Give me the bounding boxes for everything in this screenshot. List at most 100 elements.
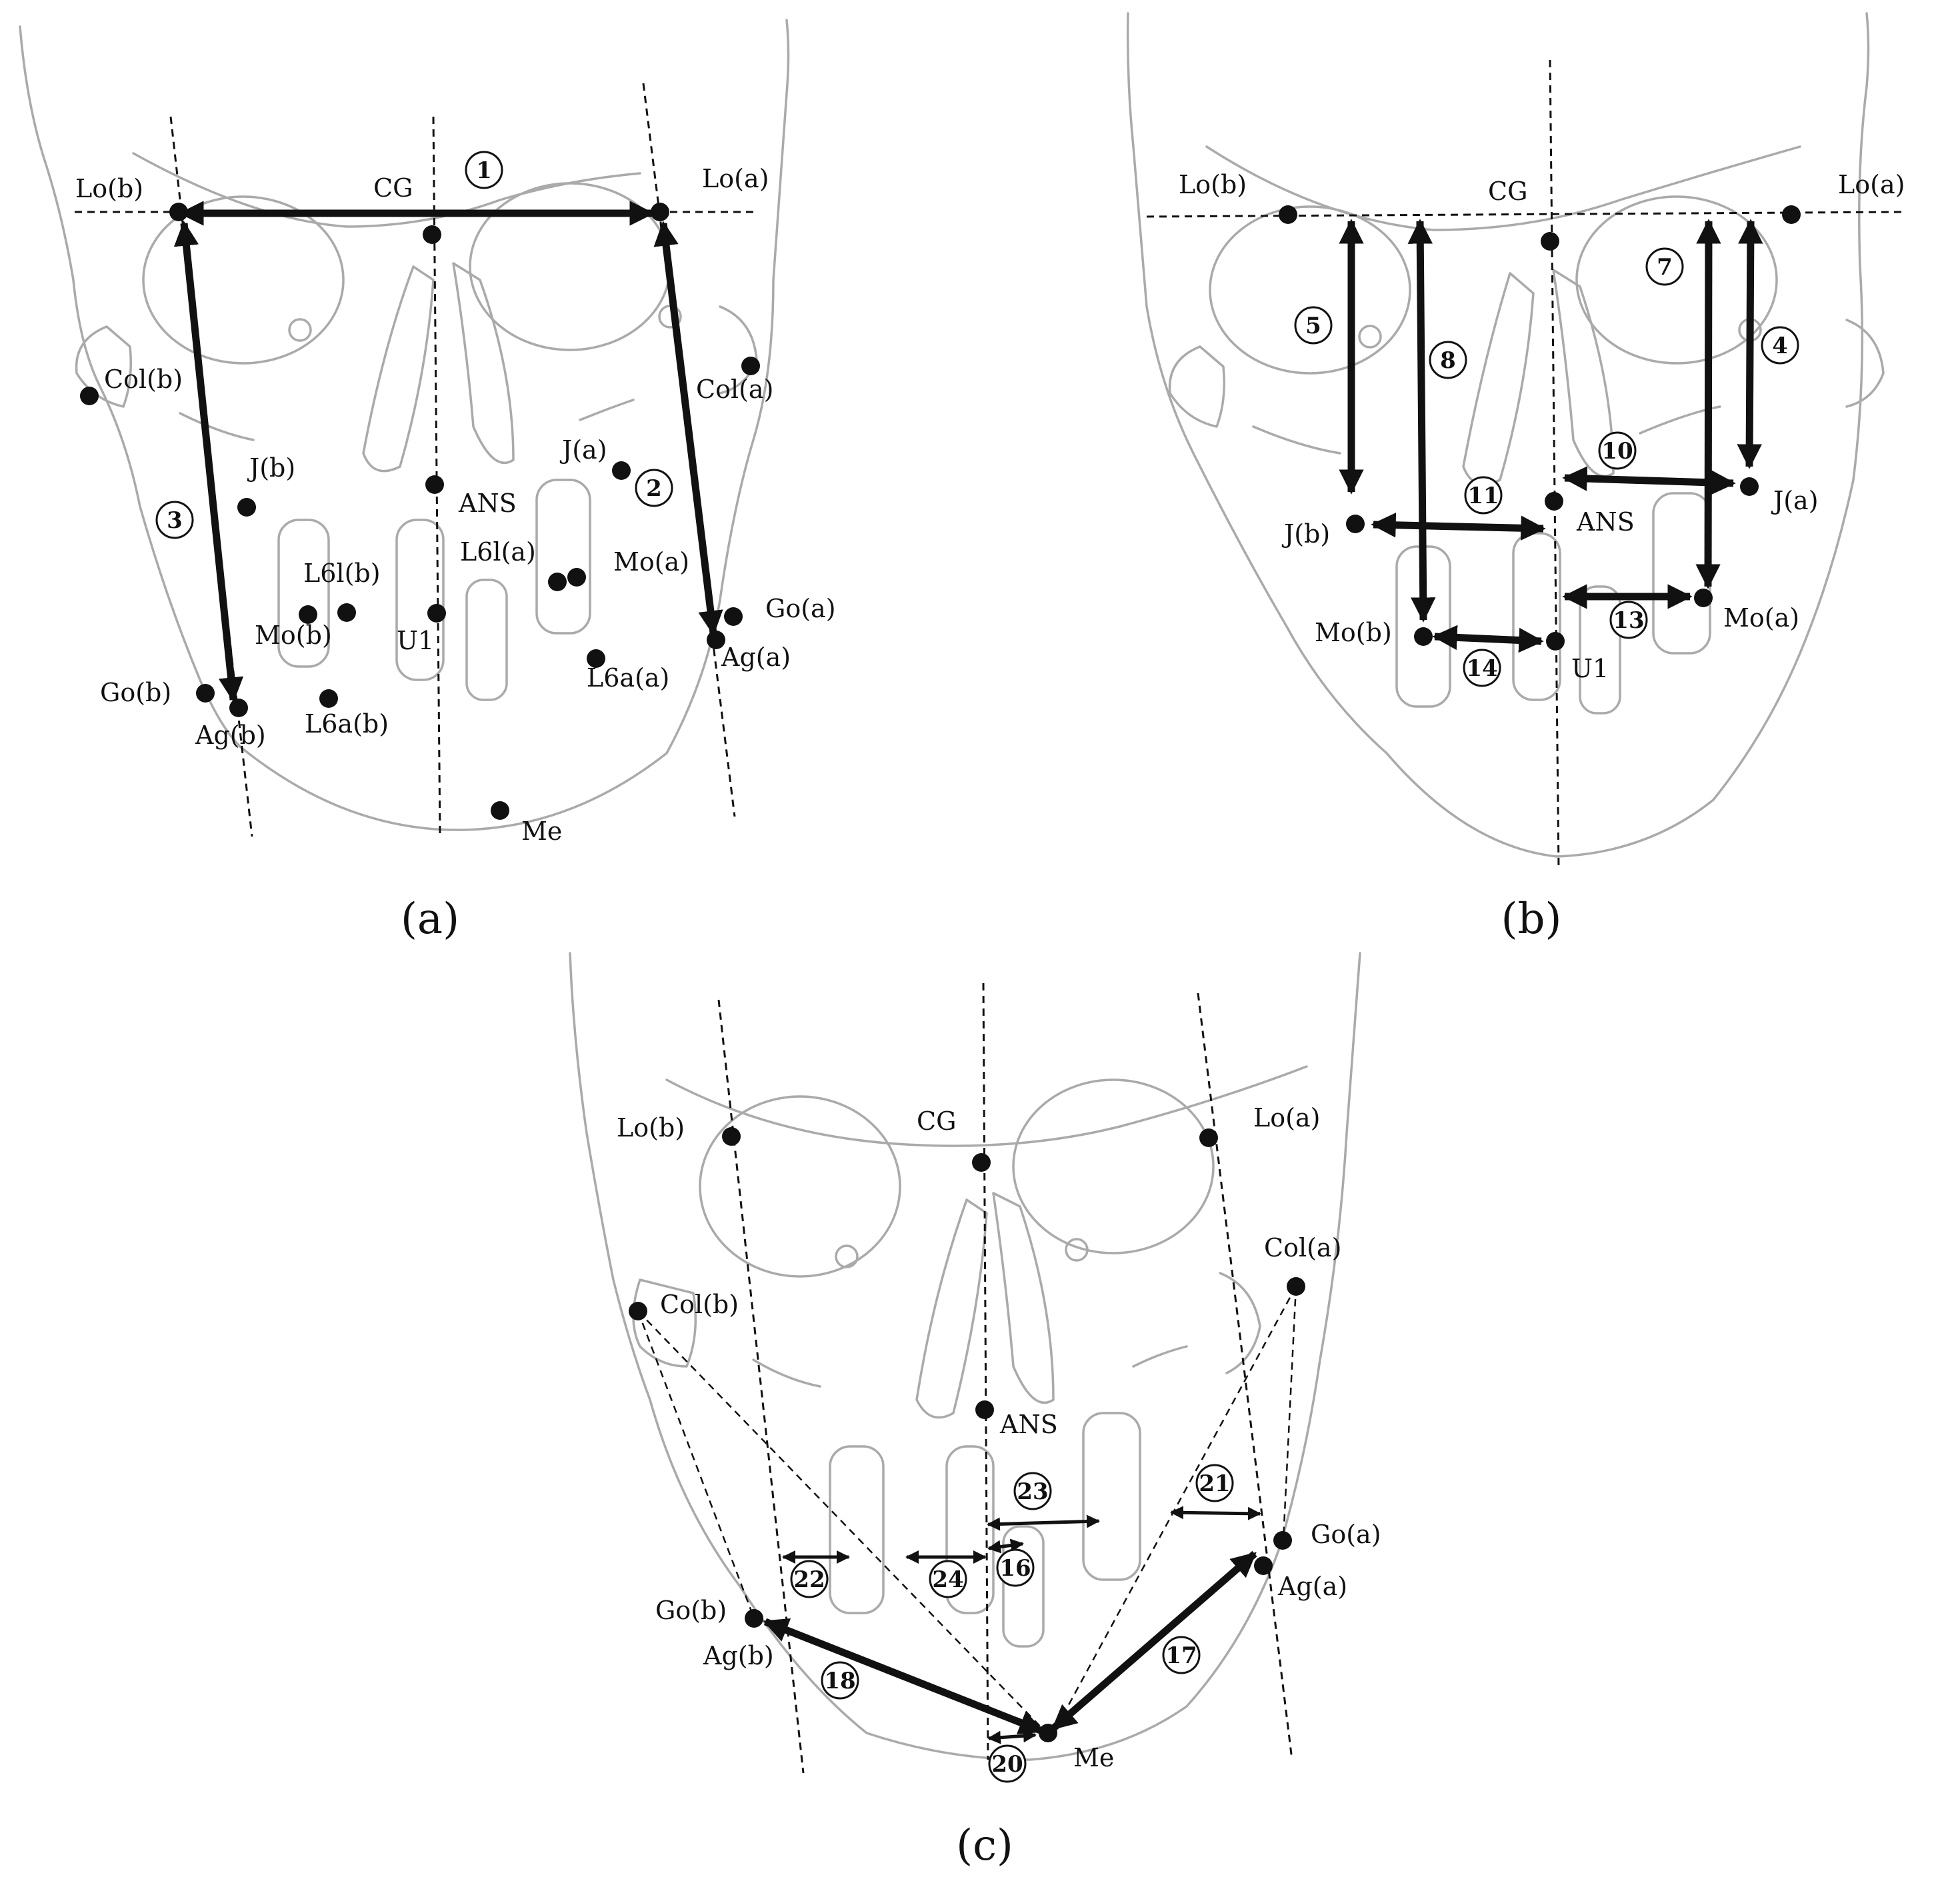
label-lo-a: Lo(a) xyxy=(702,164,769,193)
svg-text:10: 10 xyxy=(1601,438,1633,465)
svg-text:11: 11 xyxy=(1467,483,1499,509)
measurement-arrows-b xyxy=(1339,219,1763,653)
svg-text:3: 3 xyxy=(167,507,183,534)
svg-text:13: 13 xyxy=(1613,607,1644,634)
label-lo-b-c: Lo(b) xyxy=(617,1113,685,1142)
measurement-numbers-b: 4 5 7 8 10 11 xyxy=(1294,247,1799,687)
measurement-18-badge: 18 xyxy=(821,1661,859,1700)
caption-c: (c) xyxy=(956,1821,1013,1870)
measurement-3-badge: 3 xyxy=(155,501,194,539)
label-ag-b: Ag(b) xyxy=(195,721,266,750)
measurement-13-badge: 13 xyxy=(1609,601,1648,639)
label-cg-c: CG xyxy=(917,1106,956,1136)
label-go-b-c: Go(b) xyxy=(655,1596,727,1625)
label-mo-a: Mo(a) xyxy=(613,547,689,577)
label-u1-b: U1 xyxy=(1571,654,1609,683)
label-col-a: Col(a) xyxy=(696,375,773,404)
measurement-11-badge: 11 xyxy=(1464,476,1503,515)
label-go-a-c: Go(a) xyxy=(1311,1520,1381,1549)
svg-text:1: 1 xyxy=(476,157,492,184)
measurement-5-badge: 5 xyxy=(1294,306,1333,345)
skull-outline-b xyxy=(1126,12,1885,858)
measurement-1-badge: 1 xyxy=(465,151,503,189)
label-col-b-c: Col(b) xyxy=(660,1290,739,1319)
label-me-c: Me xyxy=(1073,1743,1114,1772)
landmark-points-c xyxy=(629,1127,1305,1742)
measurement-16-badge: 16 xyxy=(996,1548,1035,1587)
label-j-a: J(a) xyxy=(559,435,607,465)
label-cg-b: CG xyxy=(1488,177,1527,206)
label-l6l-a: L6l(a) xyxy=(460,537,536,567)
label-ag-a: Ag(a) xyxy=(721,643,791,672)
measurement-numbers-a: 1 2 3 xyxy=(155,151,673,539)
label-col-a-c: Col(a) xyxy=(1264,1233,1341,1262)
measurement-8-badge: 8 xyxy=(1429,341,1467,379)
svg-text:2: 2 xyxy=(646,475,662,502)
panel-b: Lo(b) CG Lo(a) J(b) ANS J(a) Mo(b) U1 Mo… xyxy=(1126,12,1905,944)
label-ans: ANS xyxy=(458,489,517,518)
svg-text:16: 16 xyxy=(999,1555,1031,1582)
label-ag-a-c: Ag(a) xyxy=(1277,1572,1347,1601)
svg-text:5: 5 xyxy=(1305,313,1321,339)
svg-text:18: 18 xyxy=(824,1668,855,1694)
caption-b: (b) xyxy=(1501,895,1562,944)
measurement-14-badge: 14 xyxy=(1463,649,1501,687)
svg-text:8: 8 xyxy=(1440,347,1456,374)
measurement-2-badge: 2 xyxy=(635,469,673,507)
landmark-points-a xyxy=(80,203,760,820)
label-lo-b: Lo(b) xyxy=(75,174,143,203)
svg-text:24: 24 xyxy=(932,1566,963,1593)
label-mo-a-b: Mo(a) xyxy=(1723,603,1799,633)
label-l6l-b: L6l(b) xyxy=(303,559,381,588)
landmark-labels-b: Lo(b) CG Lo(a) J(b) ANS J(a) Mo(b) U1 Mo… xyxy=(1179,170,1905,683)
label-u1: U1 xyxy=(397,626,434,655)
label-go-b: Go(b) xyxy=(100,678,171,707)
label-go-a: Go(a) xyxy=(765,594,836,623)
measurement-7-badge: 7 xyxy=(1645,247,1684,286)
label-j-a-b: J(a) xyxy=(1771,486,1819,515)
measurement-arrows-a xyxy=(173,201,723,703)
landmark-labels-c: Lo(b) CG Lo(a) Col(a) Col(b) ANS Go(a) A… xyxy=(617,1103,1381,1772)
svg-text:23: 23 xyxy=(1017,1478,1048,1505)
label-l6a-b: L6a(b) xyxy=(305,709,389,739)
measurement-4-badge: 4 xyxy=(1761,326,1799,365)
label-lo-b-b: Lo(b) xyxy=(1179,170,1247,199)
label-ans-c: ANS xyxy=(999,1410,1058,1439)
skull-outline-c xyxy=(569,952,1361,1761)
reference-lines-b xyxy=(1146,59,1904,871)
svg-text:4: 4 xyxy=(1772,333,1788,359)
label-mo-b-b: Mo(b) xyxy=(1315,618,1392,647)
measurement-numbers-c: 16 17 18 20 21 22 xyxy=(790,1464,1234,1783)
label-j-b: J(b) xyxy=(247,453,295,483)
measurement-10-badge: 10 xyxy=(1598,431,1637,470)
skull-outline-a xyxy=(19,19,790,831)
svg-text:14: 14 xyxy=(1466,655,1497,682)
measurement-20-badge: 20 xyxy=(988,1744,1027,1783)
measurement-23-badge: 23 xyxy=(1013,1472,1052,1510)
label-lo-a-c: Lo(a) xyxy=(1253,1103,1320,1132)
label-j-b-b: J(b) xyxy=(1281,519,1330,549)
reference-lines-a xyxy=(75,83,753,837)
label-mo-b: Mo(b) xyxy=(255,621,332,650)
measurement-21-badge: 21 xyxy=(1195,1464,1234,1502)
label-me: Me xyxy=(521,817,562,846)
panel-c: Lo(b) CG Lo(a) Col(a) Col(b) ANS Go(a) A… xyxy=(569,952,1381,1870)
caption-a: (a) xyxy=(401,895,459,944)
label-ans-b: ANS xyxy=(1576,507,1635,537)
label-cg: CG xyxy=(373,173,413,203)
landmark-labels-a: Lo(b) CG Lo(a) Col(b) Col(a) J(b) J(a) A… xyxy=(75,164,836,846)
label-ag-b-c: Ag(b) xyxy=(703,1641,774,1670)
landmark-points-b xyxy=(1279,205,1801,651)
measurement-24-badge: 24 xyxy=(929,1560,967,1598)
label-col-b: Col(b) xyxy=(104,365,183,394)
svg-text:17: 17 xyxy=(1165,1642,1197,1669)
svg-text:21: 21 xyxy=(1199,1470,1230,1497)
label-l6a-a: L6a(a) xyxy=(587,663,669,693)
label-lo-a-b: Lo(a) xyxy=(1838,170,1905,199)
svg-text:22: 22 xyxy=(793,1566,825,1593)
measurement-arrows-c xyxy=(763,1506,1261,1744)
measurement-22-badge: 22 xyxy=(790,1560,829,1598)
panel-a: Lo(b) CG Lo(a) Col(b) Col(a) J(b) J(a) A… xyxy=(19,19,836,944)
svg-text:7: 7 xyxy=(1657,254,1673,281)
